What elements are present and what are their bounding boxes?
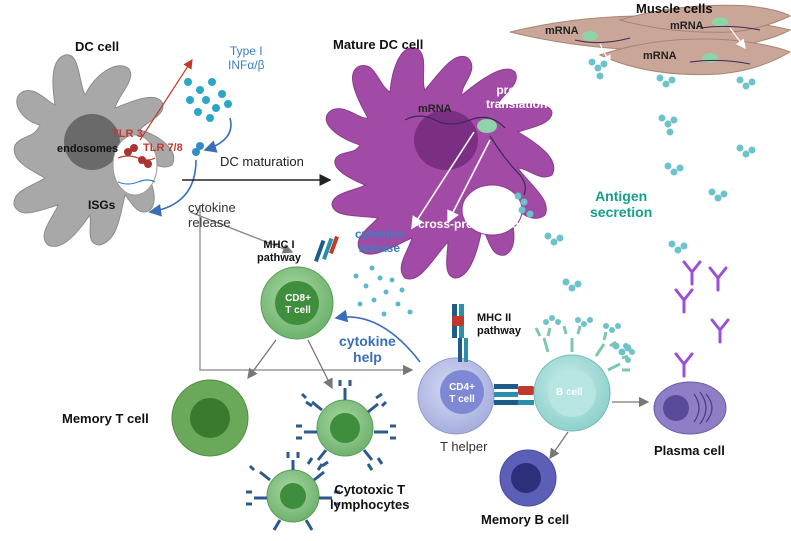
memory-b-label: Memory B cell (481, 512, 570, 527)
protein-translation-line2: translation (486, 96, 548, 111)
isgs-label: ISGs (88, 198, 116, 212)
cytotoxic-t-cell-2 (246, 452, 340, 531)
mrna-muscle-3: mRNA (643, 50, 677, 62)
cross-presentation-arrow-2 (447, 139, 491, 224)
cd8-line2: T cell (285, 304, 311, 316)
antigen-secretion-line1: Antigen (595, 188, 648, 204)
tlr78-label: TLR 7/8 (143, 142, 183, 154)
memory-b-cell (499, 449, 557, 507)
protein-translation-label: protein translation (486, 83, 548, 112)
interferon-dots (184, 78, 232, 122)
b-cell (533, 354, 611, 432)
memory-t-label: Memory T cell (62, 411, 149, 426)
cd4-line2: T cell (449, 393, 475, 405)
cytotoxic-t-cell-1 (296, 380, 396, 471)
mrna-strand (404, 115, 506, 129)
cytokine-release-blue-label: cytokine release (355, 227, 404, 256)
cd8-nucleus (275, 281, 319, 325)
mrna-muscle-2: mRNA (670, 20, 704, 32)
mature-dc-nucleus (414, 110, 478, 170)
t-helper-label: T helper (440, 439, 488, 454)
isg-arrow (148, 159, 197, 217)
mhc1-line1: MHC I (263, 239, 295, 251)
arrow-to-cytotoxic (307, 339, 333, 390)
cd4-label: CD4+ T cell (442, 382, 482, 405)
cytokine-release-line2: release (188, 214, 231, 230)
mhc2-line1: MHC II (477, 312, 512, 324)
antibodies (674, 260, 730, 378)
mhc2-receptor (452, 304, 468, 362)
cross-presentation-label: cross-presentation (418, 217, 527, 231)
tlr3-label: TLR 3 (112, 128, 143, 140)
dc-cell (13, 54, 175, 247)
cytokine-release-arrow (189, 211, 294, 254)
cytokine-help-label: cytokine help (339, 333, 396, 365)
antigen-secretion-line2: secretion (590, 204, 653, 221)
ifn-feedback-arrow (203, 117, 232, 153)
dc-maturation-label: DC maturation (220, 154, 304, 169)
ribosome (477, 119, 497, 133)
cross-presentation-arrow-1 (411, 131, 475, 230)
type1-ifn-label: Type I INFα/β (228, 44, 265, 73)
cd8-line1: CD8+ (285, 293, 311, 304)
mrna-dc-label: mRNA (418, 103, 452, 115)
cd4-line1: CD4+ (449, 382, 475, 393)
t-helper-cell (417, 357, 495, 435)
protein-translation-line1: protein (496, 83, 537, 97)
cytotoxic-line1: Cytotoxic T (334, 482, 406, 497)
bcr-receptors (534, 325, 630, 372)
plasma-cell (653, 381, 727, 435)
cytokine-release-label: cytokine release (188, 200, 236, 231)
tcell-bcell-synapse (494, 384, 534, 405)
mhc2-line2: pathway (477, 324, 522, 337)
dc-nucleus (64, 114, 120, 170)
cytokine-dots (353, 265, 413, 317)
dc-cell-label: DC cell (75, 39, 120, 54)
cytotoxic-label: Cytotoxic T lymphocytes (330, 482, 410, 513)
cytokine-release-line1: cytokine (188, 200, 236, 215)
mhc1-line2: pathway (257, 251, 302, 264)
cd8-label: CD8+ T cell (278, 293, 318, 316)
endosomes-label: endosomes (57, 143, 119, 155)
mhc1-label: MHC I pathway (257, 239, 301, 264)
muscle-cells-label: Muscle cells (636, 1, 713, 16)
plasma-cell-label: Plasma cell (654, 443, 725, 458)
bcr-antigens (543, 315, 635, 363)
path-to-t-helper (199, 205, 414, 376)
cytokine-release-blue-line1: cytokine (355, 227, 404, 241)
arrow-to-memory-b (549, 431, 569, 460)
mhc1-receptor (314, 235, 339, 262)
type1-ifn-line2: INFα/β (228, 57, 265, 72)
memory-t-nucleus (190, 398, 230, 438)
antigen-secretion-label: Antigen secretion (590, 188, 652, 220)
cytokine-release-blue-line2: release (358, 240, 401, 255)
mhc2-label: MHC II pathway (477, 312, 521, 337)
secreted-antigens (544, 58, 756, 356)
cytokine-help-line2: help (353, 349, 382, 366)
mrna-muscle-1: mRNA (545, 25, 579, 37)
cytokine-help-arrow (334, 309, 421, 363)
antigen-cluster-dc (514, 192, 534, 218)
b-cell-label: B cell (556, 387, 583, 398)
cytotoxic-line2: lymphocytes (330, 496, 410, 512)
mature-dc-label: Mature DC cell (333, 37, 424, 52)
type1-ifn-line1: Type I (229, 44, 263, 58)
mature-dc-cell (325, 47, 555, 280)
arrow-to-memory-t (247, 339, 277, 380)
tlr-signal-arrow (139, 58, 193, 141)
cytokine-help-line1: cytokine (339, 333, 396, 349)
tlr-receptors (124, 142, 204, 168)
